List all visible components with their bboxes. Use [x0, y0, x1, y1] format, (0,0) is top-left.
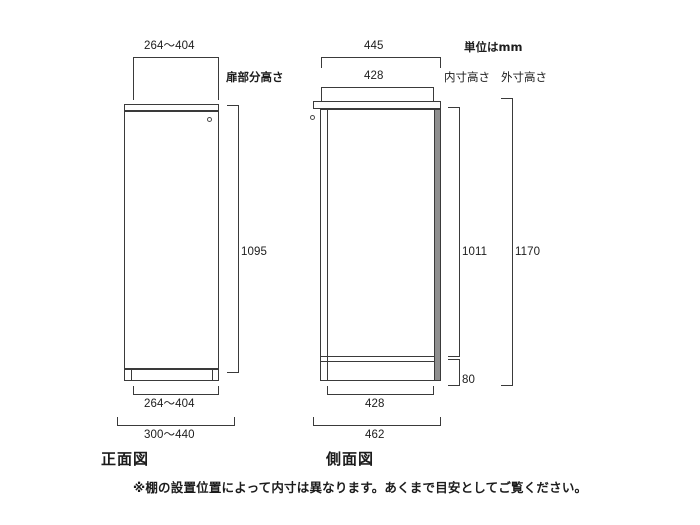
- front-bottom-outer-tick-right: [234, 417, 235, 426]
- side-outer-depth-dim-line: [321, 57, 440, 58]
- front-door-knob-icon: [207, 117, 212, 122]
- front-base-plinth: [124, 369, 219, 381]
- side-bottom-outer-tick-right: [440, 417, 441, 426]
- side-outer-depth-top-label: 445: [364, 40, 384, 52]
- side-inner-depth-tick-right: [433, 87, 434, 101]
- side-base-height-tick-bottom: [448, 385, 460, 386]
- side-inner-depth-top-label: 428: [364, 70, 384, 82]
- side-outer-depth-tick-left: [321, 57, 322, 68]
- front-bottom-inner-dim-line: [133, 394, 219, 395]
- front-top-panel: [124, 104, 219, 111]
- inner-height-label: 内寸高さ: [444, 70, 490, 84]
- door-height-label: 扉部分高さ: [226, 70, 284, 84]
- front-top-dim-tick-left: [133, 57, 134, 100]
- front-view-title: 正面図: [101, 450, 150, 468]
- side-base-shelf-top-line: [320, 356, 434, 357]
- front-base-right-edge: [212, 370, 213, 380]
- front-top-dim-tick-right: [218, 57, 219, 100]
- front-bottom-inner-tick-right: [218, 386, 219, 395]
- side-back-panel: [434, 109, 441, 381]
- front-door-height-tick-top: [227, 105, 239, 106]
- front-door-height-tick-bottom: [227, 372, 239, 373]
- side-bottom-inner-tick-right: [433, 386, 434, 395]
- side-door-knob-icon: [310, 115, 315, 120]
- side-bottom-outer-tick-left: [313, 417, 314, 426]
- side-outer-height-tick-bottom: [501, 385, 513, 386]
- side-base-height-dim-line: [459, 359, 460, 385]
- front-top-dim-line: [133, 57, 219, 58]
- side-bottom-inner-tick-left: [327, 386, 328, 395]
- front-top-width-label: 264〜404: [144, 40, 195, 52]
- front-base-left-edge: [131, 370, 132, 380]
- unit-note-label: 単位はmm: [464, 40, 523, 54]
- front-bottom-inner-width-label: 264〜404: [144, 398, 195, 410]
- front-door-height-label: 1095: [241, 246, 267, 258]
- front-door-body: [124, 111, 219, 369]
- side-inner-depth-tick-left: [321, 87, 322, 101]
- front-bottom-outer-dim-line: [117, 425, 235, 426]
- side-inner-height-tick-top: [448, 107, 460, 108]
- side-outer-depth-tick-right: [440, 57, 441, 68]
- side-front-edge-line: [327, 109, 328, 381]
- footer-note: ※棚の設置位置によって内寸は異なります。あくまで目安としてご覧ください。: [133, 480, 588, 495]
- side-bottom-outer-dim-line: [313, 425, 441, 426]
- side-view-title: 側面図: [326, 450, 375, 468]
- outer-height-label: 外寸高さ: [501, 70, 547, 84]
- side-inner-height-dim-line: [459, 107, 460, 356]
- side-outer-height-tick-top: [501, 98, 513, 99]
- side-inner-depth-dim-line: [321, 87, 433, 88]
- side-bottom-inner-depth-label: 428: [365, 398, 385, 410]
- front-door-height-dim-line: [238, 105, 239, 372]
- side-base-height-tick-top: [448, 359, 460, 360]
- side-outer-height-label: 1170: [515, 246, 541, 258]
- side-inner-height-tick-bottom: [448, 356, 460, 357]
- side-top-panel: [313, 101, 441, 109]
- side-inner-height-label: 1011: [462, 246, 488, 258]
- side-base-shelf-bottom-line: [320, 361, 434, 362]
- side-bottom-outer-depth-label: 462: [365, 429, 385, 441]
- front-bottom-outer-width-label: 300〜440: [144, 429, 195, 441]
- side-bottom-inner-dim-line: [327, 394, 434, 395]
- side-body: [320, 109, 441, 381]
- front-bottom-inner-tick-left: [133, 386, 134, 395]
- side-outer-height-dim-line: [512, 98, 513, 385]
- side-base-height-label: 80: [462, 374, 475, 386]
- front-bottom-outer-tick-left: [117, 417, 118, 426]
